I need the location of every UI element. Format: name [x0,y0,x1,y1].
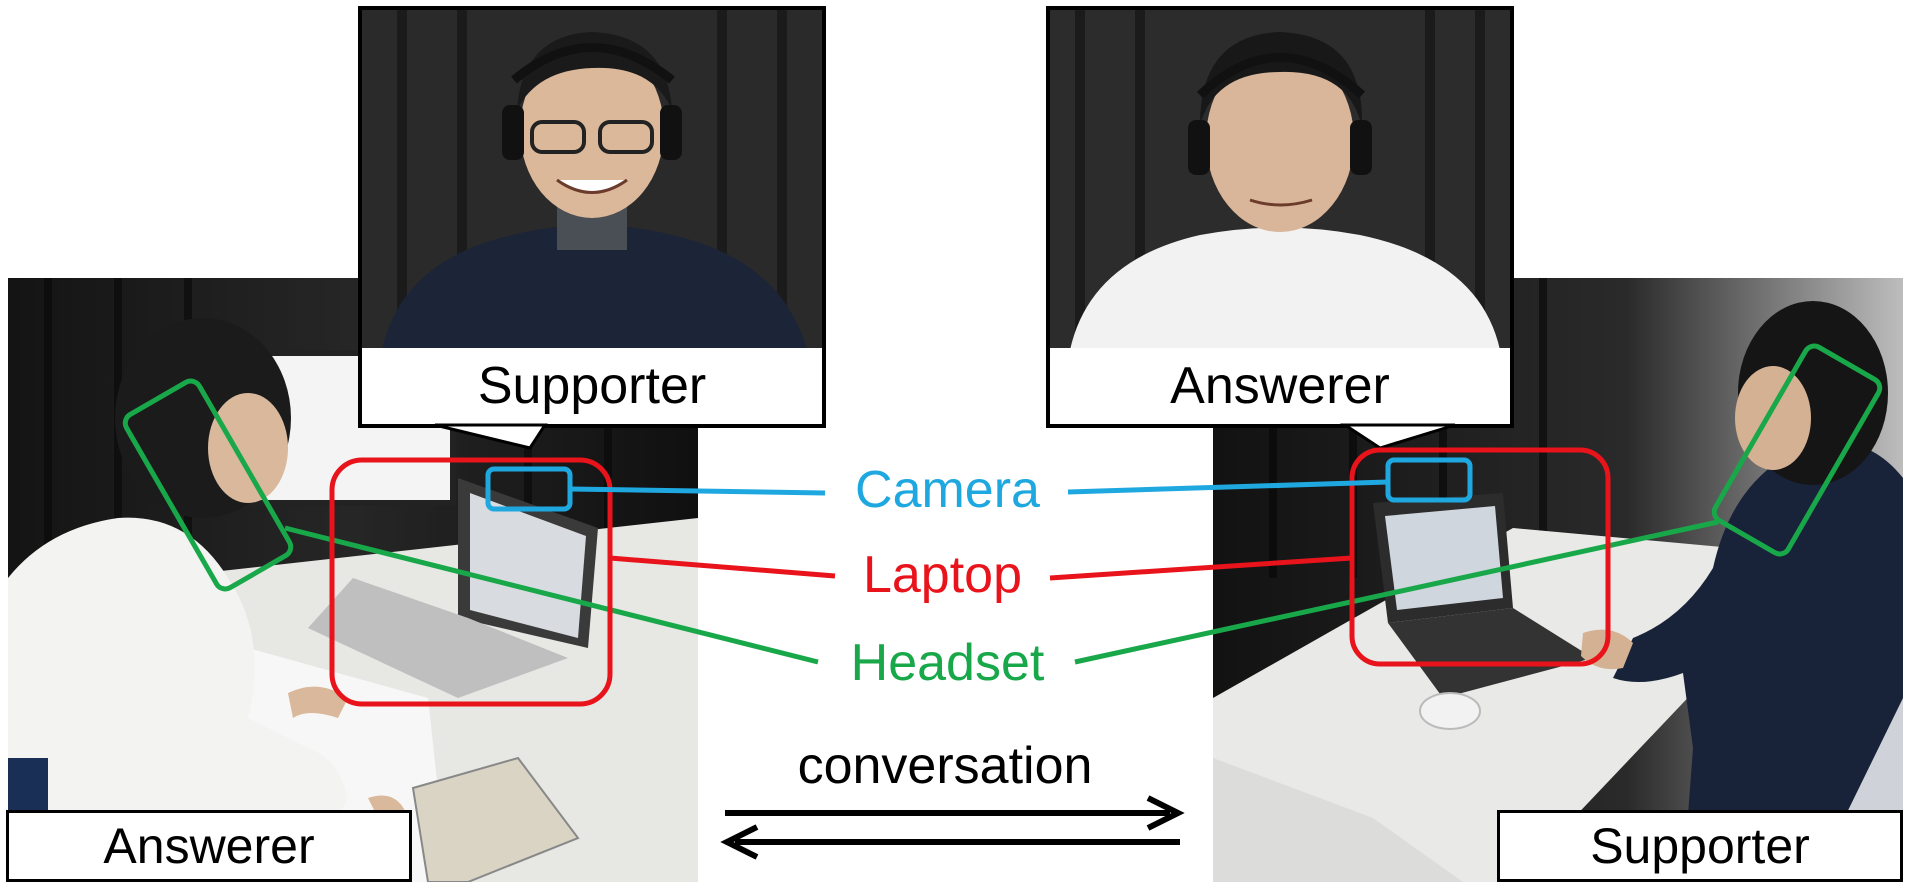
conversation-label: conversation [797,737,1093,795]
camera-label: Camera [855,461,1040,519]
supporter-face-illustration [362,10,822,350]
left-camera-box [485,466,573,512]
camera-annotations [485,457,1473,512]
right-camera-box [1385,457,1473,503]
left-laptop-box [329,457,613,707]
left-headset-box [122,378,294,592]
answerer-bubble-tail [1339,423,1456,450]
headset-line-right [1074,519,1719,665]
answerer-inset-caption: Answerer [1050,348,1510,424]
camera-line-right [1067,479,1389,495]
answerer-video-inset: Answerer [1046,6,1514,428]
camera-line-left [569,486,826,496]
laptop-line-left [609,555,836,579]
supporter-inset-caption: Supporter [362,348,822,424]
laptop-annotations [329,447,1611,707]
supporter-bubble-tail [434,423,548,450]
headset-label: Headset [850,634,1045,692]
headset-line-left [284,525,819,665]
supporter-video-inset: Supporter [358,6,826,428]
laptop-label: Laptop [862,546,1023,604]
arrow-right-head [1146,795,1185,831]
answerer-photo-label: Answerer [6,810,412,882]
conversation-arrows [720,795,1185,860]
right-laptop-box [1349,447,1611,667]
right-headset-box [1711,343,1883,557]
headset-annotations [122,343,1883,665]
laptop-line-right [1049,555,1353,581]
arrow-left-head [720,824,759,860]
answerer-face-illustration [1050,10,1510,350]
supporter-photo-label: Supporter [1497,810,1903,882]
